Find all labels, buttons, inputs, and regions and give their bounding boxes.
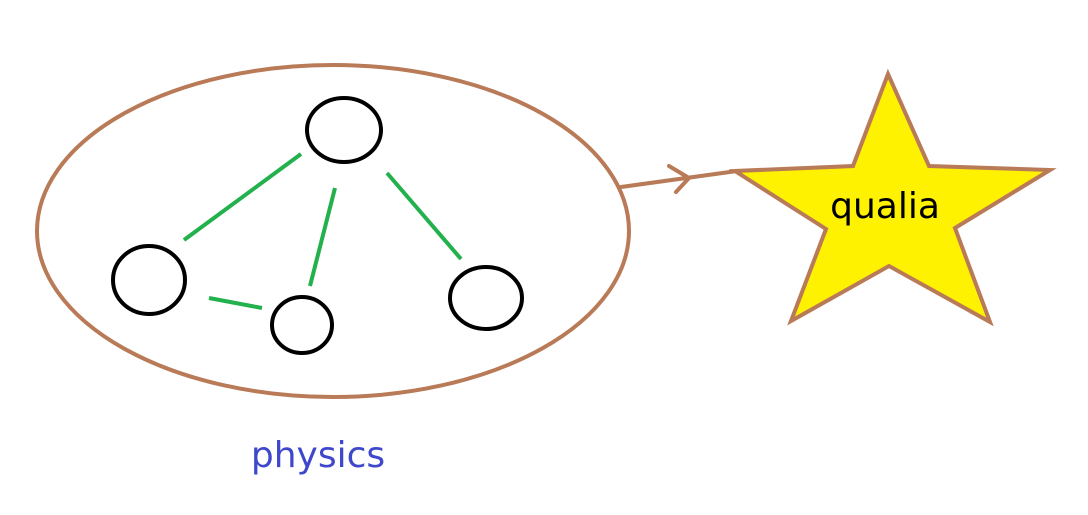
physics-boundary-ellipse xyxy=(35,63,631,399)
node-left xyxy=(111,244,187,316)
edge-top-middle xyxy=(308,187,337,287)
edge-group xyxy=(182,152,463,310)
qualia-star xyxy=(728,68,1057,327)
arrow-head xyxy=(667,164,691,194)
node-group xyxy=(111,96,524,355)
arrow-physics-to-qualia xyxy=(619,164,739,194)
edge-top-left xyxy=(182,152,303,242)
qualia-label: qualia xyxy=(830,186,940,227)
node-right xyxy=(448,265,524,331)
node-middle xyxy=(270,295,334,355)
edge-left-middle xyxy=(208,296,263,310)
edge-top-right xyxy=(385,171,463,261)
physics-label: physics xyxy=(251,435,385,476)
arrow-shaft xyxy=(619,169,739,189)
node-top xyxy=(305,96,383,164)
